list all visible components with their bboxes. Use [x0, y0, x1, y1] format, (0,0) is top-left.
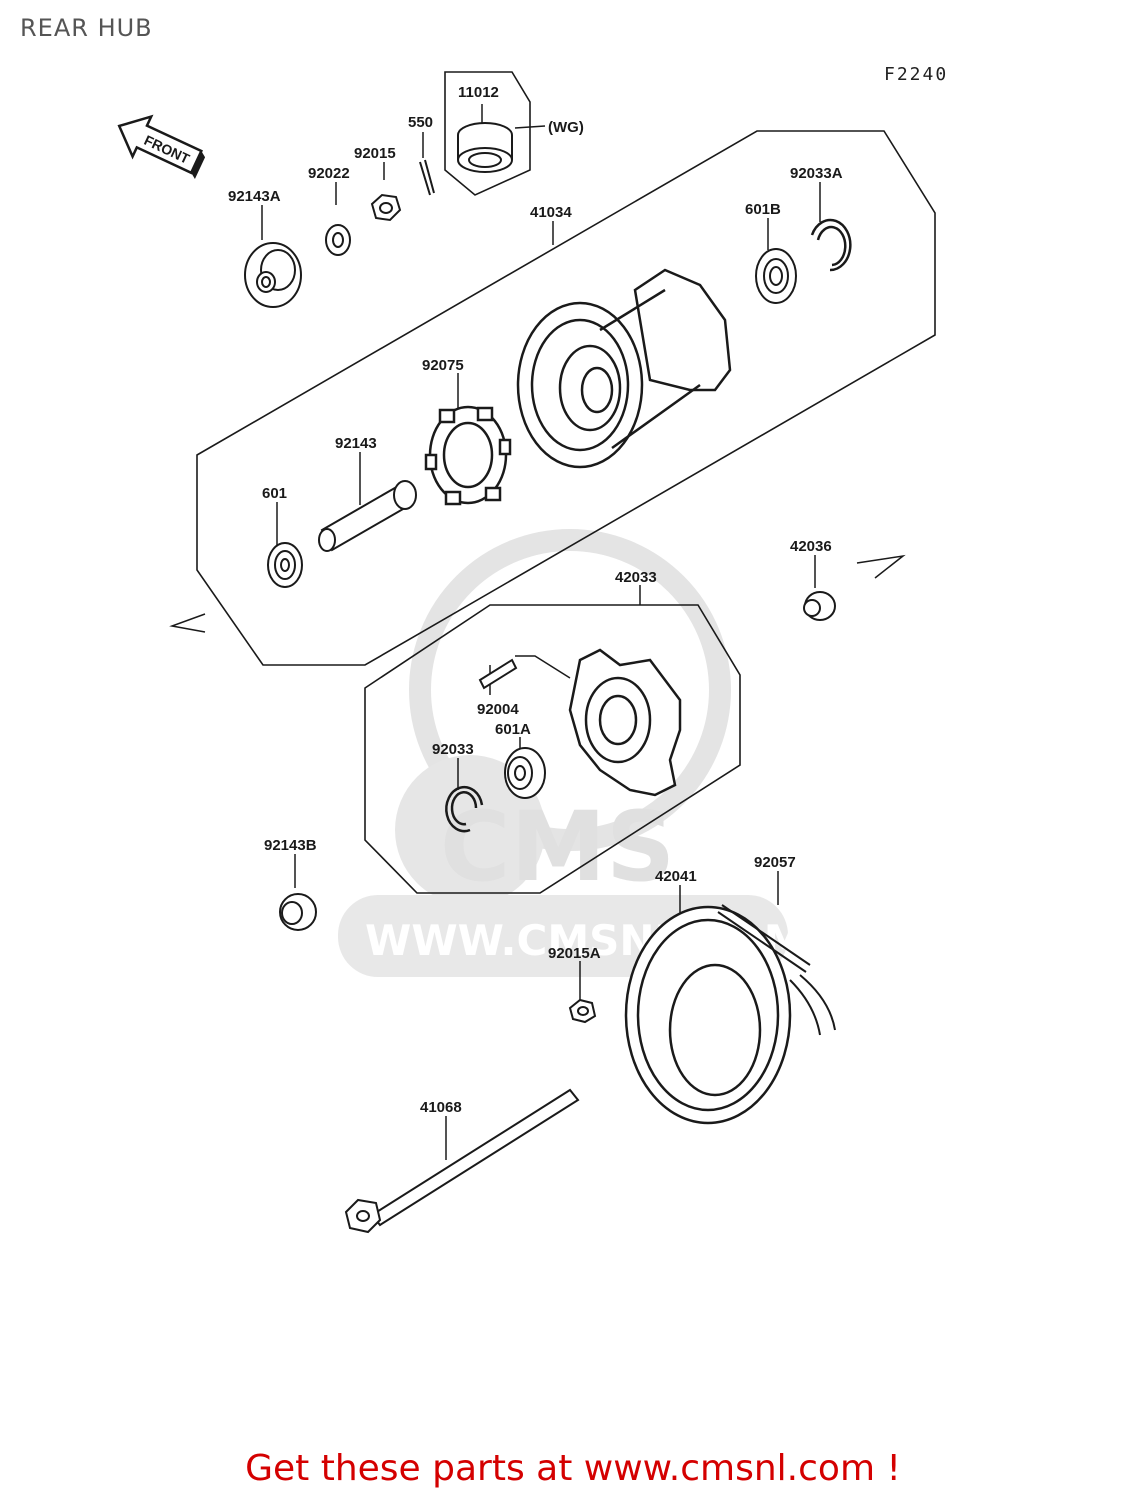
cmsnl-watermark: CMS WWW.CMSNL.COM — [338, 529, 806, 977]
coupling-42033-shape — [568, 648, 682, 797]
label-601B: 601B — [745, 201, 781, 218]
label-11012: 11012 — [458, 84, 499, 101]
label-92057: 92057 — [754, 854, 796, 871]
break-mark-left — [169, 613, 206, 633]
bearing-601A-shape — [504, 747, 546, 799]
circlip-92033-shape — [445, 785, 484, 833]
coupling-assembly-outline — [364, 604, 741, 894]
collar-box-outline — [444, 71, 531, 196]
front-direction-arrow: FRONT — [117, 114, 206, 179]
collar-92143A-shape — [244, 242, 302, 308]
bearing-601-shape — [267, 542, 303, 588]
washer-92022-shape — [325, 224, 351, 256]
hub-assembly-outline — [196, 130, 936, 666]
axle-41068-shape — [344, 1088, 580, 1234]
label-92143: 92143 — [335, 435, 377, 452]
spacer-92143-shape — [318, 480, 417, 552]
label-92022: 92022 — [308, 165, 350, 182]
label-wg-note: (WG) — [548, 119, 584, 136]
label-550: 550 — [408, 114, 433, 131]
label-41068: 41068 — [420, 1099, 462, 1116]
label-92033: 92033 — [432, 741, 474, 758]
footer-promo-text[interactable]: Get these parts at www.cmsnl.com ! — [245, 1448, 901, 1489]
figure-code: F2240 — [884, 64, 949, 85]
nut-92015-shape — [370, 193, 402, 222]
label-92004: 92004 — [477, 701, 519, 718]
label-92143A: 92143A — [228, 188, 281, 205]
label-92033A: 92033A — [790, 165, 843, 182]
bearing-601B-shape — [755, 248, 797, 304]
cotter-pin-550-shape — [419, 159, 435, 196]
label-601: 601 — [262, 485, 287, 502]
sprocket-42041-shape — [624, 905, 792, 1125]
label-42041: 42041 — [655, 868, 697, 885]
watermark-logo-text: CMS — [440, 791, 675, 903]
label-92075: 92075 — [422, 357, 464, 374]
exploded-parts-diagram: CMS WWW.CMSNL.COM FRONT — [117, 71, 936, 1234]
collar-92143B-shape — [279, 893, 317, 931]
collar-11012-shape — [457, 122, 513, 173]
nut-92015A-shape — [568, 998, 597, 1024]
chain-92057-shape — [717, 904, 836, 1036]
circlip-92033A-shape — [810, 218, 852, 272]
collar-42036-shape — [803, 591, 836, 621]
page-title: REAR HUB — [20, 14, 153, 42]
label-92015: 92015 — [354, 145, 396, 162]
hub-41034-shape — [516, 268, 732, 469]
label-92143B: 92143B — [264, 837, 317, 854]
label-601A: 601A — [495, 721, 531, 738]
label-42033: 42033 — [615, 569, 657, 586]
label-41034: 41034 — [530, 204, 572, 221]
stud-92004-shape — [478, 658, 518, 690]
damper-92075-shape — [424, 405, 512, 506]
break-mark-right — [856, 554, 906, 579]
watermark-ring — [409, 529, 731, 851]
label-92015A: 92015A — [548, 945, 601, 962]
label-42036: 42036 — [790, 538, 832, 555]
